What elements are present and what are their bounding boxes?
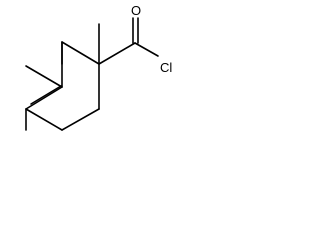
ring-bond-c5-c4 [25,108,63,131]
double-bond-inner-line [30,85,62,105]
bonds [25,17,159,131]
methyl-bond-c3 [25,65,63,88]
structure-diagram: O Cl [25,3,172,131]
ring-bond-c6-c5 [61,108,100,131]
bond-carbonyl-chlorine [134,42,159,57]
ring-bond-c4-c3 [25,86,63,110]
bond-c1-carbonyl [98,42,136,65]
oxygen-atom-label: O [131,3,141,18]
ring-bond-c1-c2 [61,41,100,65]
chlorine-atom-label: Cl [160,60,172,75]
